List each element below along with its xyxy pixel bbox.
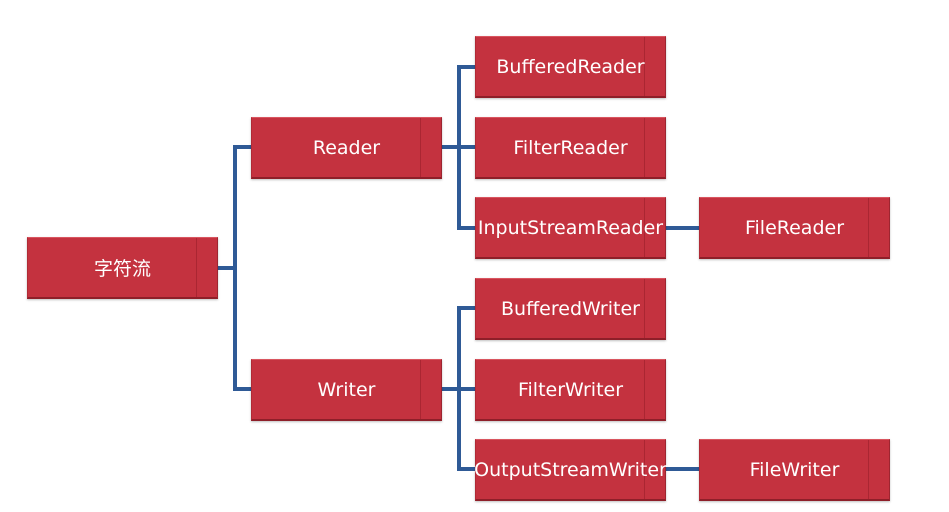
node-inputstreamreader-label: InputStreamReader	[477, 216, 664, 239]
node-reader: Reader	[251, 117, 442, 179]
connector-reader	[440, 65, 477, 230]
connector-root	[216, 145, 253, 391]
node-filereader-label: FileReader	[744, 216, 845, 239]
node-filewriter: FileWriter	[699, 439, 890, 501]
node-outputstreamwriter: OutputStreamWriter	[474, 439, 667, 501]
node-filterwriter: FilterWriter	[475, 359, 666, 421]
node-writer-label: Writer	[317, 378, 376, 401]
node-bufferedwriter-label: BufferedWriter	[501, 297, 640, 320]
node-bufferedwriter: BufferedWriter	[475, 278, 666, 340]
node-inputstreamreader: InputStreamReader	[475, 197, 666, 259]
node-filereader: FileReader	[699, 197, 890, 259]
node-filterreader-label: FilterReader	[513, 136, 628, 159]
node-filewriter-label: FileWriter	[749, 458, 840, 481]
node-filterwriter-label: FilterWriter	[517, 378, 624, 401]
node-reader-label: Reader	[312, 136, 381, 159]
node-writer: Writer	[251, 359, 442, 421]
node-char-stream: 字符流	[27, 237, 218, 299]
node-bufferedreader-label: BufferedReader	[496, 55, 645, 78]
node-bufferedreader: BufferedReader	[475, 36, 666, 98]
connector-writer	[440, 306, 477, 471]
node-filterreader: FilterReader	[475, 117, 666, 179]
node-outputstreamwriter-label: OutputStreamWriter	[474, 458, 667, 481]
node-char-stream-label: 字符流	[93, 258, 151, 280]
